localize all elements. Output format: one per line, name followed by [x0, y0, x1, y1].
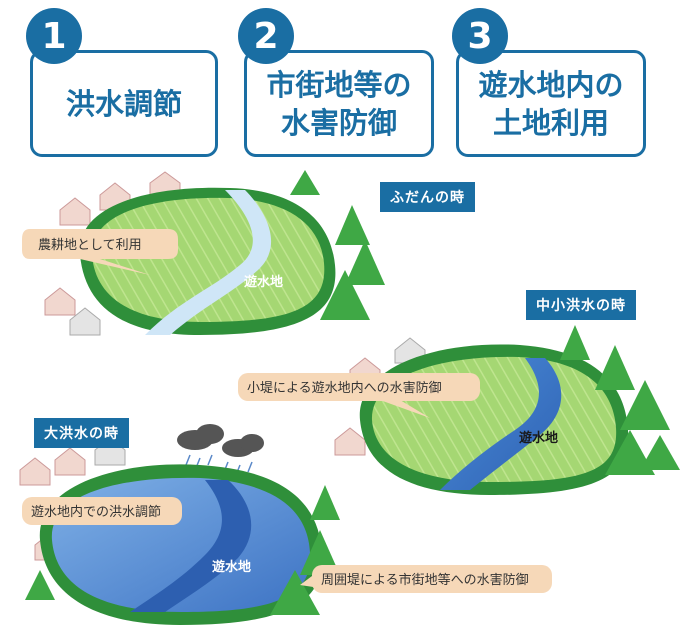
scene-medium-callout-text: 小堤による遊水地内への水害防御	[247, 380, 442, 396]
scene-normal-river	[145, 190, 272, 335]
number-badge-1: 1	[26, 8, 82, 64]
header-card-2: 市街地等の 水害防御	[244, 50, 434, 157]
scene-large-callout-left	[22, 497, 182, 525]
number-badge-2: 2	[238, 8, 294, 64]
tag-medium-flood: 中小洪水の時	[526, 290, 636, 320]
scene-medium-river	[440, 358, 562, 490]
scene-large-callout-right-text: 周囲堤による市街地等への水害防御	[321, 572, 529, 588]
header-card-2-title: 市街地等の 水害防御	[266, 67, 412, 140]
header-card-1: 洪水調節	[30, 50, 218, 157]
scene-normal-trees	[290, 170, 385, 320]
scene-large-clouds	[177, 424, 264, 476]
scene-large-pond-label: 遊水地	[212, 559, 251, 575]
scene-large-trees	[25, 485, 340, 615]
scene-medium-trees	[560, 325, 680, 475]
number-badge-3: 3	[452, 8, 508, 64]
scene-large-callout-left-text: 遊水地内での洪水調節	[31, 504, 161, 520]
tag-large-flood: 大洪水の時	[34, 418, 129, 448]
scene-large-callout-right-pointer	[300, 570, 320, 588]
scene-normal-pond-label: 遊水地	[244, 274, 283, 290]
header-card-1-title: 洪水調節	[65, 86, 182, 121]
tag-normal-time: ふだんの時	[380, 182, 475, 212]
scene-normal-callout	[22, 229, 178, 275]
scene-medium: 小堤による遊水地内への水害防御 遊水地	[238, 325, 680, 495]
scene-normal-callout-text: 農耕地として利用	[38, 237, 142, 253]
header-card-3: 遊水地内の 土地利用	[456, 50, 646, 157]
scene-normal-houses	[44, 171, 181, 336]
scene-large: 遊水地内での洪水調節 周囲堤による市街地等への水害防御 遊水地	[19, 424, 552, 625]
scene-medium-callout-pointer	[380, 400, 430, 418]
scene-large-river	[130, 480, 252, 612]
scene-medium-callout	[238, 373, 480, 401]
header-card-3-title: 遊水地内の 土地利用	[478, 67, 624, 140]
scene-large-callout-right	[312, 565, 552, 593]
scene-medium-pond-label: 遊水地	[519, 430, 558, 446]
scene-normal: 農耕地として利用 遊水地	[22, 170, 385, 336]
